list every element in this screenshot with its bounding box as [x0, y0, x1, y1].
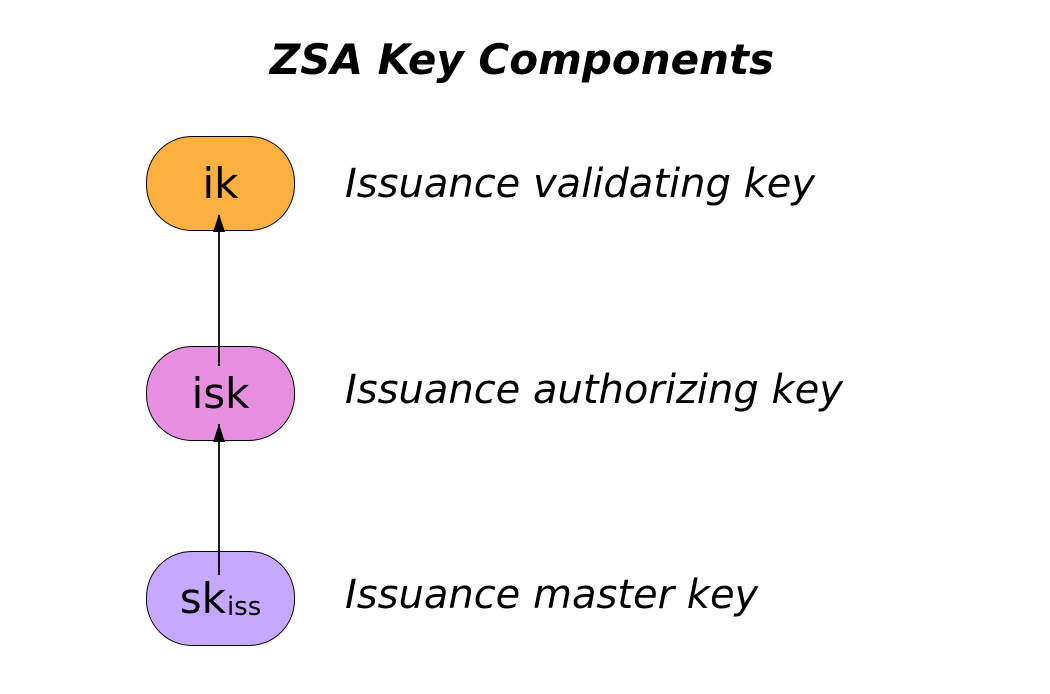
description-ik: Issuance validating key	[345, 161, 816, 207]
node-isk-label: isk	[191, 369, 250, 418]
diagram-title: ZSA Key Components	[269, 35, 775, 84]
node-ik-label: ik	[202, 159, 239, 208]
node-isk: isk	[146, 346, 295, 441]
description-sk-iss: Issuance master key	[345, 572, 759, 618]
node-sk-label: sk	[179, 574, 226, 623]
node-sk-subscript: iss	[226, 591, 262, 622]
node-ik: ik	[146, 136, 295, 231]
description-isk: Issuance authorizing key	[345, 367, 843, 413]
